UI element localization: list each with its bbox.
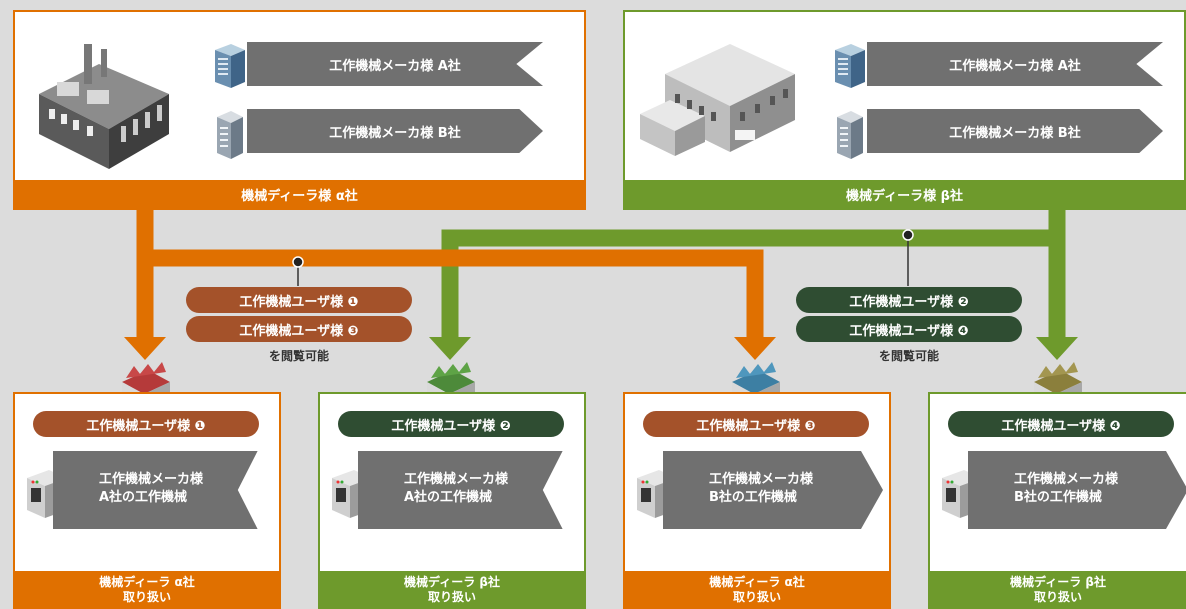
maker-b-banner: 工作機械メーカ様 B社	[247, 109, 543, 153]
user4-box: 工作機械ユーザ様 ❹ 工作機械メーカ様 B社の工作機械 機械ディーラ β社 取り扱…	[928, 392, 1186, 609]
maker-a-banner-label: 工作機械メーカ様 A社	[949, 58, 1081, 74]
maker-a-banner: 工作機械メーカ様 A社	[247, 42, 543, 86]
dealer-beta-title: 機械ディーラ様 β社	[625, 180, 1184, 208]
alpha-route-horizontal	[145, 249, 764, 340]
user2-machine-banner: 工作機械メーカ様 A社の工作機械	[358, 451, 563, 529]
user4-machine-line1: 工作機械メーカ様	[1014, 472, 1119, 487]
user3-machine-line2: B社の工作機械	[709, 490, 797, 505]
access-pill-user2: 工作機械ユーザ様 ❷	[796, 287, 1022, 313]
dealer-alpha-title: 機械ディーラ様 α社	[15, 180, 584, 208]
user3-handler: 機械ディーラ α社 取り扱い	[625, 571, 889, 609]
access-caption-alpha: を閲覧可能	[268, 349, 329, 363]
user1-handler: 機械ディーラ α社 取り扱い	[15, 571, 279, 609]
maker-b-banner-label: 工作機械メーカ様 B社	[329, 125, 461, 141]
user2-machine-line2: A社の工作機械	[404, 490, 493, 505]
user3-handler-line2: 取り扱い	[732, 590, 781, 604]
user1-machine-line2: A社の工作機械	[99, 490, 188, 505]
callout-dot-alpha	[292, 256, 304, 268]
user1-machine-banner: 工作機械メーカ様 A社の工作機械	[53, 451, 258, 529]
access-pill-user4: 工作機械ユーザ様 ❹	[796, 316, 1022, 342]
user2-handler: 機械ディーラ β社 取り扱い	[320, 571, 584, 609]
maker-b-banner-label: 工作機械メーカ様 B社	[949, 125, 1081, 141]
maker-b-banner: 工作機械メーカ様 B社	[867, 109, 1163, 153]
arrowhead-user1	[124, 337, 166, 360]
user4-machine-banner: 工作機械メーカ様 B社の工作機械	[968, 451, 1186, 529]
user3-machine-banner: 工作機械メーカ様 B社の工作機械	[663, 451, 883, 529]
arrowhead-user2	[429, 337, 471, 360]
dealer-beta-box: 工作機械メーカ様 A社 工作機械メーカ様 B社 機械ディーラ様 β社	[623, 10, 1186, 210]
callout-dot-beta	[902, 229, 914, 241]
user2-handler-line1: 機械ディーラ β社	[404, 575, 500, 589]
user3-label: 工作機械ユーザ様 ❸	[643, 411, 869, 437]
building-icon-maker-b	[837, 111, 863, 159]
user4-label: 工作機械ユーザ様 ❹	[948, 411, 1174, 437]
access-pill-user3: 工作機械ユーザ様 ❸	[186, 316, 412, 342]
building-icon-maker-a	[835, 44, 865, 88]
office-building-icon	[640, 44, 795, 156]
access-caption-beta: を閲覧可能	[878, 349, 939, 363]
building-icon-maker-a	[215, 44, 245, 88]
user1-machine-line1: 工作機械メーカ様	[99, 472, 204, 487]
user1-handler-line2: 取り扱い	[122, 590, 171, 604]
user2-machine-line1: 工作機械メーカ様	[404, 472, 509, 487]
maker-a-banner-label: 工作機械メーカ様 A社	[329, 58, 461, 74]
user3-machine-line1: 工作機械メーカ様	[709, 472, 814, 487]
user1-label: 工作機械ユーザ様 ❶	[33, 411, 259, 437]
user4-handler-line1: 機械ディーラ β社	[1010, 575, 1106, 589]
dealer-alpha-box: 工作機械メーカ様 A社 工作機械メーカ様 B社 機械ディーラ様 α社	[13, 10, 586, 210]
user3-box: 工作機械ユーザ様 ❸ 工作機械メーカ様 B社の工作機械 機械ディーラ α社 取り扱…	[623, 392, 891, 609]
user1-handler-line1: 機械ディーラ α社	[99, 575, 195, 589]
user2-handler-line2: 取り扱い	[427, 590, 476, 604]
user3-handler-line1: 機械ディーラ α社	[709, 575, 805, 589]
user1-box: 工作機械ユーザ様 ❶ 工作機械メーカ様 A社の工作機械 機械ディーラ α社 取り扱…	[13, 392, 281, 609]
arrowhead-user3	[734, 337, 776, 360]
user2-box: 工作機械ユーザ様 ❷ 工作機械メーカ様 A社の工作機械 機械ディーラ β社 取り扱…	[318, 392, 586, 609]
building-icon-maker-b	[217, 111, 243, 159]
user4-handler-line2: 取り扱い	[1033, 590, 1082, 604]
maker-a-banner: 工作機械メーカ様 A社	[867, 42, 1163, 86]
access-pill-user1: 工作機械ユーザ様 ❶	[186, 287, 412, 313]
factory-icon	[39, 44, 169, 169]
user4-machine-line2: B社の工作機械	[1014, 490, 1102, 505]
user4-handler: 機械ディーラ β社 取り扱い	[930, 571, 1186, 609]
user2-label: 工作機械ユーザ様 ❷	[338, 411, 564, 437]
arrowhead-user4	[1036, 337, 1078, 360]
beta-route	[441, 208, 1066, 340]
